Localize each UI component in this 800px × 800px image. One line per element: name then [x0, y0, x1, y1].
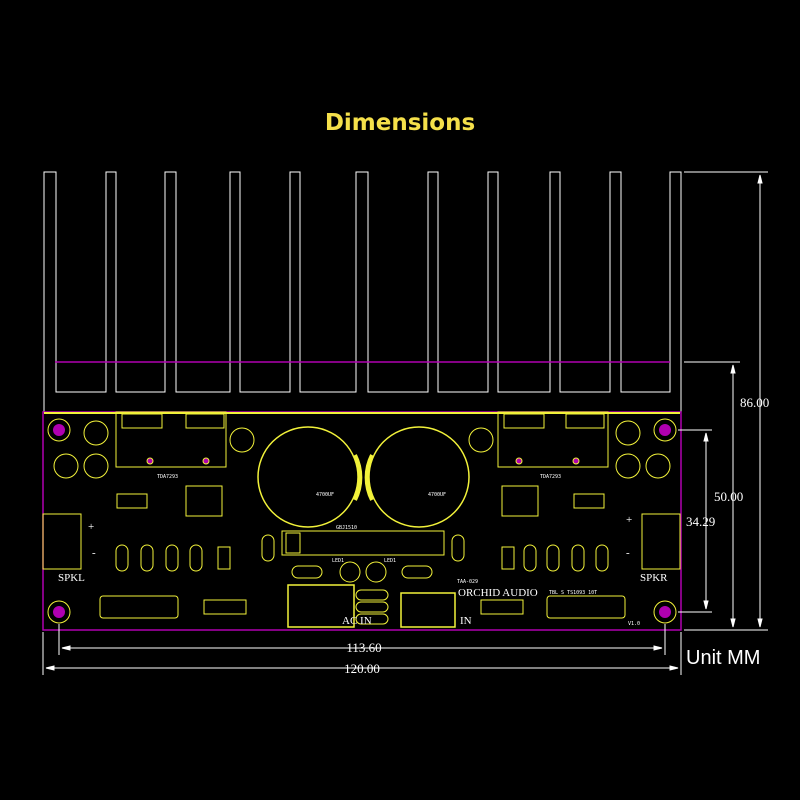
heatsink	[43, 171, 682, 412]
dim-height-total: 86.00	[740, 395, 769, 410]
version-label: V1.0	[628, 621, 640, 627]
cap-big-left-label: 4700UF	[316, 492, 334, 498]
mounting-holes	[47, 418, 677, 624]
plus-left: +	[88, 521, 94, 533]
brand-label: ORCHID AUDIO	[458, 587, 538, 599]
dim-width-outer: 120.00	[344, 661, 380, 676]
bridge-label: GBJ1510	[336, 525, 357, 531]
spkl-label: SPKL	[58, 572, 85, 584]
led-right-label: LED1	[384, 558, 396, 564]
ic-footprints	[115, 411, 609, 468]
cap-big-right-label: 4700UF	[428, 492, 446, 498]
dimension-lines	[42, 171, 768, 675]
in-label: IN	[460, 615, 472, 627]
ac-in-label: AC IN	[342, 615, 372, 627]
minus-right: -	[626, 547, 630, 559]
model-label: TAA-029	[457, 579, 478, 585]
tbl-note-label: TBL S TS1093 10T	[549, 590, 597, 596]
led-left-label: LED1	[332, 558, 344, 564]
dim-width-inner: 113.60	[346, 640, 381, 655]
dim-height-board: 50.00	[714, 489, 743, 504]
pcb-board	[42, 411, 682, 631]
plus-right: +	[626, 514, 632, 526]
ic-right-label: TDA7293	[540, 474, 561, 480]
diagram-title: Dimensions	[324, 110, 476, 136]
minus-left: -	[92, 547, 96, 559]
spkr-label: SPKR	[640, 572, 668, 584]
dim-height-holes: 34.29	[686, 514, 715, 529]
speaker-terminals	[42, 513, 681, 570]
bridge-rectifier	[281, 530, 445, 556]
unit-label: Unit MM	[686, 647, 761, 669]
small-capacitors	[53, 420, 671, 479]
big-capacitors	[257, 426, 470, 528]
ic-left-label: TDA7293	[157, 474, 178, 480]
components-silkscreen	[99, 485, 626, 628]
